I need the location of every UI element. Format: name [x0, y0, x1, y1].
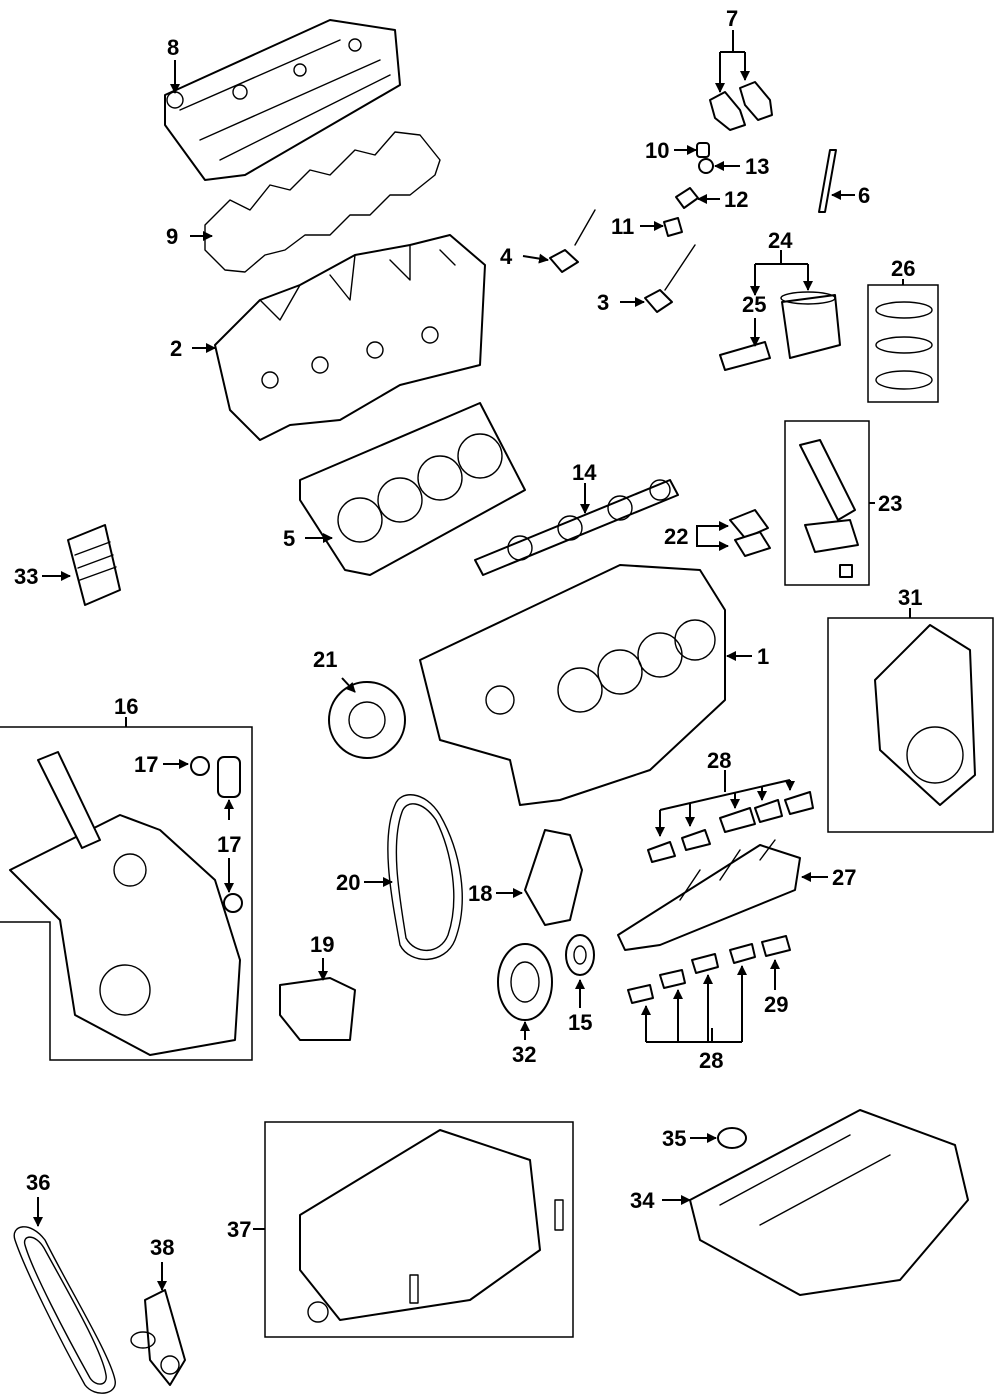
belt-tensioner — [130, 1289, 186, 1386]
valve-stem-seal — [663, 217, 683, 237]
callout-15: 15 — [568, 1010, 592, 1035]
thrust-washer — [761, 935, 791, 957]
callout-4: 4 — [500, 244, 513, 269]
callout-36: 36 — [26, 1170, 50, 1195]
lash-adjuster — [696, 142, 710, 158]
callout-12: 12 — [724, 187, 748, 212]
callout-19: 19 — [310, 932, 334, 957]
piston-rings — [875, 301, 933, 390]
callout-33: 33 — [14, 564, 38, 589]
valve-keeper — [698, 158, 714, 174]
exhaust-valve — [549, 209, 596, 273]
callout-37: 37 — [227, 1217, 251, 1242]
intake-valve — [644, 244, 696, 313]
callout-9: 9 — [166, 224, 178, 249]
piston — [780, 291, 841, 359]
callout-5: 5 — [283, 526, 295, 551]
crankshaft-sprocket — [565, 934, 595, 976]
piston-pin — [719, 341, 771, 371]
callout-3: 3 — [597, 290, 609, 315]
o-ring-upper — [190, 756, 210, 776]
chain-tensioner — [279, 977, 356, 1041]
connecting-rod — [799, 439, 859, 578]
timing-chain — [387, 794, 463, 961]
callout-17-lower: 17 — [217, 832, 241, 857]
callout-labels: 8 9 2 5 4 3 6 7 10 13 12 11 24 25 26 23 … — [14, 6, 922, 1260]
push-rod — [818, 149, 837, 213]
callout-18: 18 — [468, 881, 492, 906]
oil-pump-box — [0, 726, 253, 1061]
callout-26: 26 — [891, 256, 915, 281]
callout-20: 20 — [336, 870, 360, 895]
chain-guide — [524, 829, 583, 926]
callout-31: 31 — [898, 585, 922, 610]
camshaft — [474, 479, 679, 576]
callout-38: 38 — [150, 1235, 174, 1260]
callout-1: 1 — [757, 644, 769, 669]
pan-seal — [717, 1127, 747, 1149]
callout-34: 34 — [630, 1188, 655, 1213]
rocker-arms — [709, 81, 773, 131]
crankshaft-damper — [497, 943, 553, 1021]
cam-phaser — [328, 681, 406, 759]
valve-spring-retainer — [675, 187, 699, 209]
callout-29: 29 — [764, 992, 788, 1017]
callout-28-upper: 28 — [707, 748, 731, 773]
crankshaft — [617, 839, 801, 951]
callout-7: 7 — [726, 6, 738, 31]
callout-25: 25 — [742, 292, 766, 317]
cylinder-head — [214, 234, 486, 441]
callout-14: 14 — [572, 460, 597, 485]
callout-21: 21 — [313, 647, 337, 672]
callout-6: 6 — [858, 183, 870, 208]
water-pipe — [37, 751, 101, 849]
head-gasket — [299, 402, 526, 576]
camshaft-bearings — [729, 509, 771, 557]
callout-16: 16 — [114, 694, 138, 719]
o-ring-lower — [223, 893, 243, 913]
gasket-seal — [217, 756, 241, 798]
callout-32: 32 — [512, 1042, 536, 1067]
engine-block — [419, 564, 726, 806]
oil-pan-upper — [299, 1129, 564, 1323]
main-bearings-lower — [627, 943, 756, 1004]
callout-35: 35 — [662, 1126, 686, 1151]
connecting-rod-box — [784, 420, 870, 586]
callout-10: 10 — [645, 138, 669, 163]
callout-22: 22 — [664, 524, 688, 549]
oil-pan-lower — [689, 1109, 969, 1296]
leader-lines — [33, 30, 911, 1291]
main-bearings-upper — [647, 791, 814, 863]
callout-2: 2 — [170, 336, 182, 361]
callout-23: 23 — [878, 491, 902, 516]
front-cover-assembly — [9, 751, 241, 1056]
callout-27: 27 — [832, 865, 856, 890]
serpentine-belt — [13, 1226, 116, 1394]
callout-24: 24 — [768, 228, 793, 253]
timing-cover — [874, 624, 976, 806]
callout-8: 8 — [167, 35, 179, 60]
callout-13: 13 — [745, 154, 769, 179]
callout-17-upper: 17 — [134, 752, 158, 777]
callout-28-lower: 28 — [699, 1048, 723, 1073]
valve-cover — [164, 19, 401, 181]
callout-11: 11 — [611, 214, 634, 239]
valve-cover-gasket — [204, 131, 441, 273]
oil-cooler — [67, 524, 121, 606]
